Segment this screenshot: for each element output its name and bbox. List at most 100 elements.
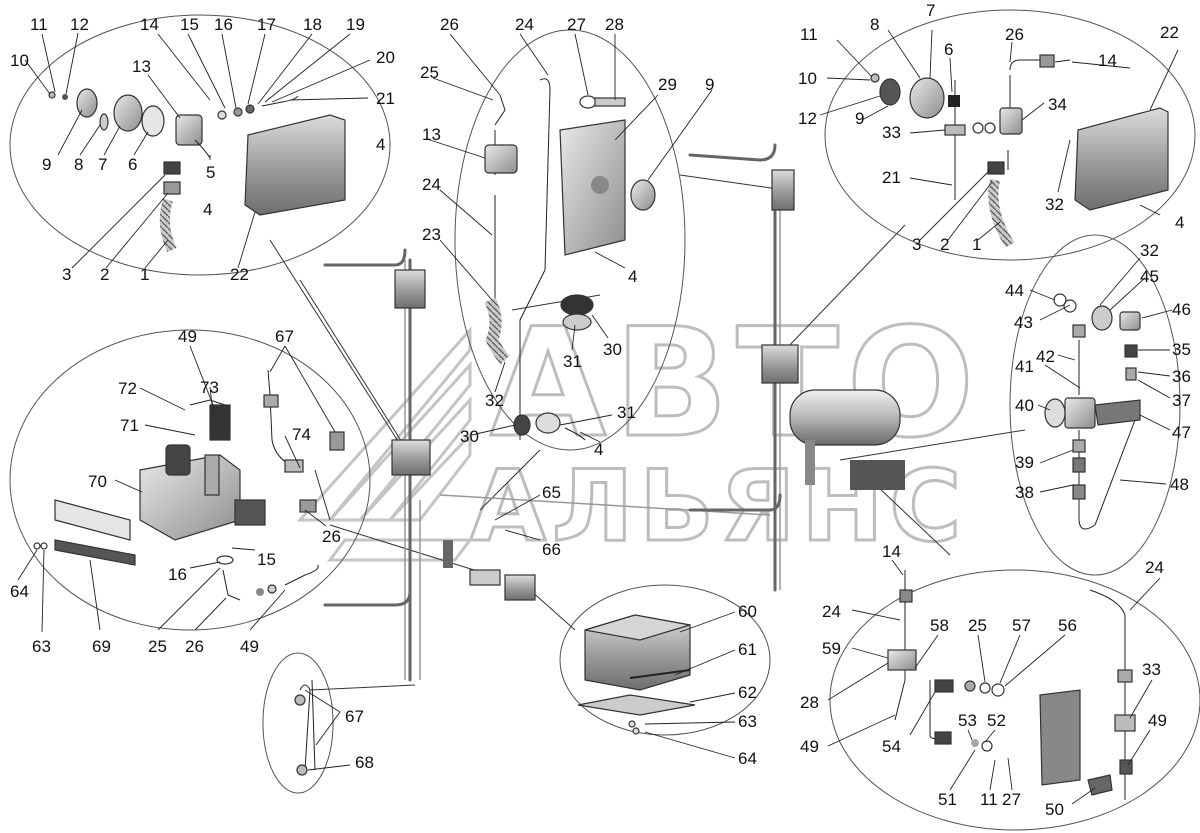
callout-41: 41 [1015, 357, 1034, 376]
valve-40 [1064, 397, 1096, 429]
callout-30b: 30 [460, 427, 479, 446]
ellipse-left-mid [9, 329, 371, 631]
callout-11r: 11 [800, 25, 818, 44]
knob-9-center [630, 179, 656, 211]
detail-left-mid [33, 369, 345, 601]
callout-9: 9 [42, 155, 51, 174]
detail-ellipses [9, 9, 1200, 831]
callout-52: 52 [987, 711, 1006, 730]
callout-20: 20 [376, 48, 395, 67]
callout-73: 73 [200, 378, 219, 397]
callout-12: 12 [70, 15, 89, 34]
callout-3r: 3 [912, 235, 921, 254]
callout-28b: 28 [800, 693, 819, 712]
callout-6r: 6 [944, 40, 953, 59]
plate-62 [577, 694, 696, 716]
callout-4r: 4 [1175, 213, 1184, 232]
callout-21r: 21 [882, 168, 901, 187]
callout-14: 14 [140, 15, 159, 34]
callout-26l: 26 [185, 637, 204, 656]
valve-right [999, 107, 1023, 135]
callout-59: 59 [822, 639, 841, 658]
callout-49l2: 49 [240, 637, 259, 656]
tee-59 [887, 649, 917, 671]
callout-49l: 49 [178, 327, 197, 346]
callout-25: 25 [420, 63, 439, 82]
callout-70: 70 [88, 472, 107, 491]
callout-38: 38 [1015, 483, 1034, 502]
detail-right-bottom [887, 570, 1136, 800]
callout-71: 71 [120, 416, 139, 435]
callout-24r2: 24 [1145, 558, 1164, 577]
callout-69: 69 [92, 637, 111, 656]
callout-50: 50 [1045, 800, 1064, 819]
callout-65: 65 [542, 483, 561, 502]
callout-31b: 31 [617, 403, 636, 422]
ellipse-right-mid [1009, 234, 1181, 576]
detail-box [577, 614, 696, 735]
callout-4b: 4 [203, 200, 212, 219]
callout-42: 42 [1036, 347, 1055, 366]
callout-18: 18 [303, 15, 322, 34]
ellipse-box [559, 584, 771, 736]
callout-64b: 64 [738, 749, 757, 768]
callout-26: 26 [440, 15, 459, 34]
callout-40: 40 [1015, 396, 1034, 415]
callout-47: 47 [1172, 423, 1191, 442]
callout-32c: 32 [485, 391, 504, 410]
callout-23: 23 [422, 225, 441, 244]
callout-12r: 12 [798, 109, 817, 128]
callout-46: 46 [1172, 300, 1191, 319]
callout-10r: 10 [798, 69, 817, 88]
callout-8: 8 [74, 155, 83, 174]
callout-19: 19 [346, 15, 365, 34]
callout-63l: 63 [32, 637, 51, 656]
callout-66: 66 [542, 540, 561, 559]
detail-top-left [48, 88, 346, 253]
callout-21: 21 [376, 89, 395, 108]
callout-60: 60 [738, 602, 757, 621]
callout-22r: 22 [1160, 23, 1179, 42]
callout-2: 2 [100, 265, 109, 284]
callout-67b: 67 [345, 707, 364, 726]
callout-8r: 8 [870, 15, 879, 34]
callout-27: 27 [567, 15, 586, 34]
callout-30: 30 [603, 340, 622, 359]
ellipse-right-bottom [829, 569, 1200, 831]
callout-25l: 25 [148, 637, 167, 656]
callout-24c: 24 [422, 175, 441, 194]
callout-16: 16 [214, 15, 233, 34]
callout-7: 7 [98, 155, 107, 174]
callout-1r: 1 [972, 235, 981, 254]
callout-3: 3 [62, 265, 71, 284]
callout-9r: 9 [855, 109, 864, 128]
callout-61: 61 [738, 640, 757, 659]
callout-11b: 11 [980, 790, 998, 809]
ellipse-bottom-small [262, 652, 334, 794]
callout-26m: 26 [322, 527, 341, 546]
callout-32m: 32 [1140, 241, 1159, 260]
callout-22: 22 [230, 265, 249, 284]
callout-26r: 26 [1005, 25, 1024, 44]
callout-10: 10 [10, 51, 29, 70]
callout-68: 68 [355, 753, 374, 772]
detail-center [484, 78, 656, 441]
callout-62: 62 [738, 683, 757, 702]
callout-54: 54 [882, 737, 901, 756]
disc-6 [141, 105, 165, 137]
callout-labels: 11 12 10 14 15 16 17 18 19 20 21 13 4 9 … [10, 1, 1191, 819]
ellipse-left-top [9, 14, 391, 276]
callout-15: 15 [180, 15, 199, 34]
callout-14b: 14 [882, 542, 901, 561]
ellipse-right-top [824, 9, 1196, 261]
callout-14r: 14 [1098, 51, 1117, 70]
callout-2r: 2 [940, 235, 949, 254]
callout-6: 6 [128, 155, 137, 174]
callout-49b: 49 [800, 737, 819, 756]
callout-64l: 64 [10, 582, 29, 601]
callout-57: 57 [1012, 616, 1031, 635]
callout-39: 39 [1015, 453, 1034, 472]
callout-11: 11 [30, 15, 48, 34]
callout-37: 37 [1172, 391, 1191, 410]
